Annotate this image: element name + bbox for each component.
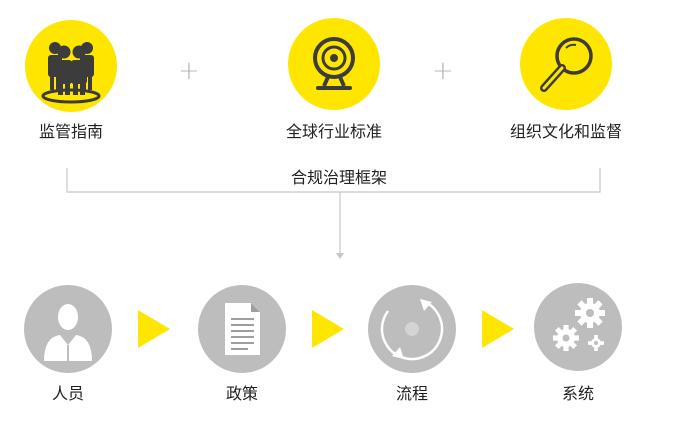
- people-group-icon: [41, 42, 101, 104]
- document-icon: [225, 303, 260, 355]
- global-standards-label: 全球行业标准: [285, 122, 382, 141]
- arrow-right-1: [138, 310, 170, 348]
- policy-label: 政策: [225, 384, 258, 403]
- culture-oversight-label: 组织文化和监督: [509, 122, 622, 141]
- framework-label: 合规治理框架: [264, 168, 414, 188]
- people-circle: [24, 285, 112, 373]
- people-label: 人员: [51, 384, 84, 403]
- gears-icon: [553, 298, 605, 351]
- regulatory-guidance-label: 监管指南: [38, 122, 103, 141]
- person-icon: [44, 304, 92, 361]
- regulatory-guidance-circle: [25, 20, 117, 112]
- systems-label: 系统: [561, 384, 594, 403]
- magnifier-icon: [540, 37, 593, 92]
- cycle-icon: [380, 297, 444, 361]
- process-label: 流程: [395, 384, 428, 403]
- plus-sign-1: +: [178, 56, 200, 86]
- arrow-right-2: [312, 310, 344, 348]
- plus-sign-2: +: [432, 56, 454, 86]
- webcam-icon: [313, 37, 355, 90]
- policy-circle: [198, 285, 286, 373]
- process-circle: [368, 285, 456, 373]
- culture-oversight-circle: [520, 18, 612, 110]
- global-standards-circle: [288, 18, 380, 110]
- systems-circle: [534, 283, 622, 371]
- arrow-right-3: [482, 310, 514, 348]
